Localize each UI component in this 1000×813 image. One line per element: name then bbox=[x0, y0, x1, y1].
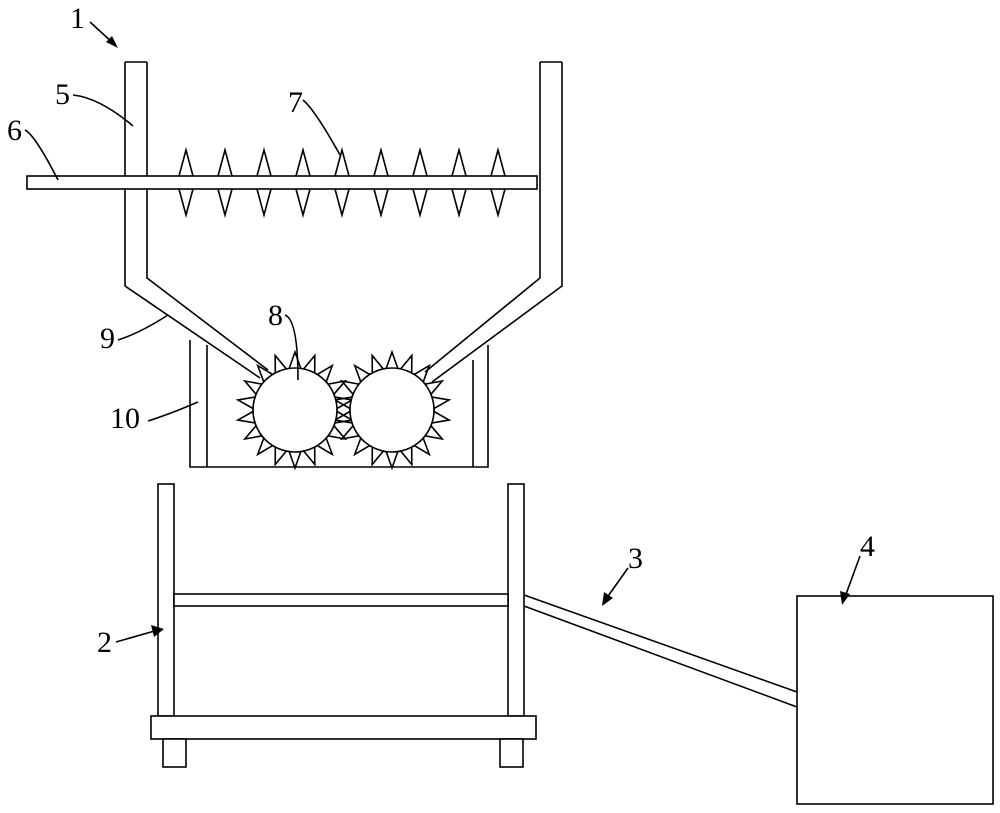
label-group-9: 9 bbox=[100, 314, 169, 355]
label-4: 4 bbox=[860, 530, 875, 563]
blade-upper-5 bbox=[334, 146, 350, 177]
arrow-1 bbox=[106, 36, 118, 48]
leader-7 bbox=[302, 99, 341, 156]
leader-2 bbox=[115, 629, 159, 643]
blade-upper-4 bbox=[295, 146, 311, 177]
blade-lower-3 bbox=[256, 188, 272, 219]
label-group-6: 6 bbox=[7, 114, 59, 181]
roller-left bbox=[252, 367, 338, 453]
blade-lower-5 bbox=[334, 188, 350, 219]
label-group-3: 3 bbox=[602, 542, 643, 606]
blade-upper-2 bbox=[217, 146, 233, 177]
label-10: 10 bbox=[110, 402, 140, 435]
pipe-upper-edge bbox=[523, 594, 798, 693]
label-group-7: 7 bbox=[288, 86, 341, 156]
pipe-lower-edge bbox=[523, 605, 798, 708]
chamber-outer bbox=[189, 340, 489, 468]
label-3: 3 bbox=[628, 542, 643, 575]
arrow-3 bbox=[602, 592, 613, 606]
crushing-rollers bbox=[235, 349, 452, 471]
arrow-2 bbox=[151, 625, 164, 637]
leader-10 bbox=[147, 401, 199, 422]
blade-lower-7 bbox=[412, 188, 428, 219]
hopper-inner-wall-left bbox=[146, 62, 269, 371]
hopper-outer-wall-left bbox=[124, 62, 261, 379]
frame-foot-right bbox=[499, 738, 524, 768]
frame-foot-left bbox=[162, 738, 187, 768]
stirring-blades bbox=[178, 146, 506, 219]
blade-upper-6 bbox=[373, 146, 389, 177]
blade-upper-8 bbox=[451, 146, 467, 177]
leader-9 bbox=[117, 314, 169, 341]
conveying-pipe bbox=[523, 594, 798, 708]
label-9: 9 bbox=[100, 322, 115, 355]
collection-box bbox=[796, 595, 994, 805]
label-group-2: 2 bbox=[97, 625, 164, 659]
discharge-chamber bbox=[189, 340, 489, 468]
blade-lower-2 bbox=[217, 188, 233, 219]
leader-3 bbox=[605, 567, 629, 600]
hopper-outer-wall-right bbox=[431, 62, 563, 383]
blade-lower-9 bbox=[490, 188, 506, 219]
blade-upper-3 bbox=[256, 146, 272, 177]
frame-crossbar bbox=[173, 593, 509, 607]
stirring-shaft bbox=[26, 175, 538, 190]
label-2: 2 bbox=[97, 626, 112, 659]
frame-base bbox=[150, 715, 537, 740]
label-group-4: 4 bbox=[840, 530, 875, 605]
label-6: 6 bbox=[7, 114, 22, 147]
leader-4 bbox=[844, 555, 861, 598]
blade-lower-4 bbox=[295, 188, 311, 219]
label-group-10: 10 bbox=[110, 401, 199, 435]
hopper-body bbox=[124, 61, 563, 383]
roller-right bbox=[349, 367, 435, 453]
blade-lower-1 bbox=[178, 188, 194, 219]
hopper-inner-wall-right bbox=[424, 62, 541, 373]
label-group-5: 5 bbox=[55, 78, 134, 127]
frame-post-right bbox=[507, 483, 525, 717]
leader-8 bbox=[284, 314, 299, 381]
frame-post-left bbox=[157, 483, 175, 717]
shaft bbox=[26, 175, 538, 190]
leader-5 bbox=[72, 94, 134, 127]
blade-upper-1 bbox=[178, 146, 194, 177]
blade-lower-8 bbox=[451, 188, 467, 219]
support-frame bbox=[150, 483, 537, 768]
leader-6 bbox=[24, 129, 59, 181]
label-group-8: 8 bbox=[268, 299, 299, 381]
label-7: 7 bbox=[288, 86, 303, 119]
label-5: 5 bbox=[55, 78, 70, 111]
label-group-1: 1 bbox=[70, 2, 118, 48]
blade-upper-7 bbox=[412, 146, 428, 177]
label-1: 1 bbox=[70, 2, 85, 35]
blade-upper-9 bbox=[490, 146, 506, 177]
blade-lower-6 bbox=[373, 188, 389, 219]
label-8: 8 bbox=[268, 299, 283, 332]
arrow-4 bbox=[840, 591, 850, 605]
